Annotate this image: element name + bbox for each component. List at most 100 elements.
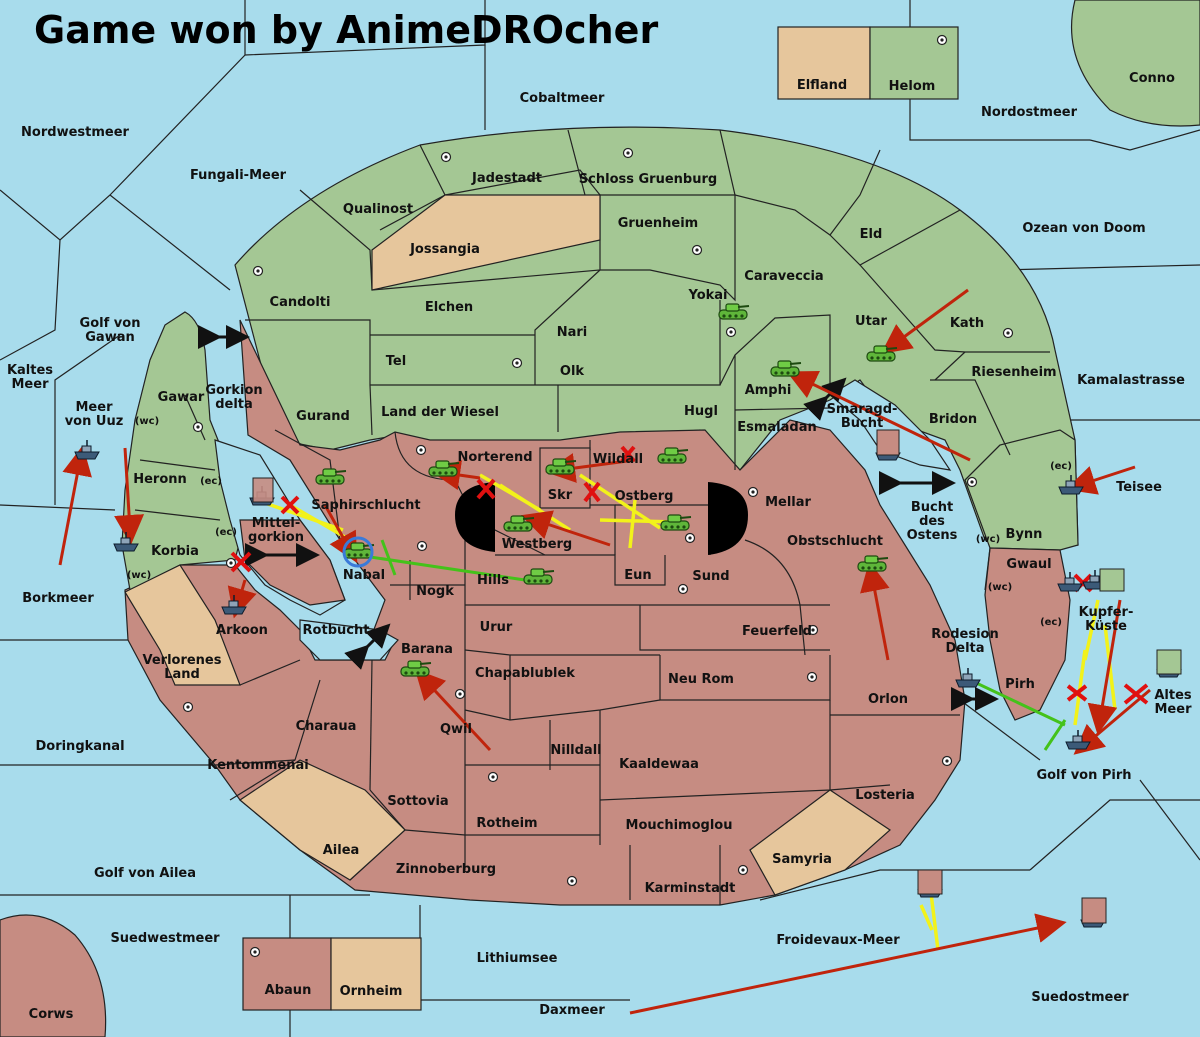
label-karmin: Karminstadt (645, 881, 736, 896)
label-gurand: Gurand (296, 409, 350, 424)
ailea-region (238, 759, 406, 881)
label-charaua: Charaua (296, 719, 357, 734)
label-sund: Sund (692, 569, 729, 584)
label-ostberg: Ostberg (615, 489, 674, 504)
label-urur: Urur (480, 620, 513, 635)
convoy-orders (356, 539, 1067, 751)
jossangia-region (371, 194, 601, 291)
label-dax: Daxmeer (539, 1003, 605, 1018)
label-westberg: Westberg (502, 537, 572, 552)
label-qualinost: Qualinost (343, 202, 413, 217)
label-kentommenai: Kentommenai (207, 758, 308, 773)
label-zinnober: Zinnoberburg (396, 862, 496, 877)
label-qwil: Qwil (440, 722, 472, 737)
label-tel: Tel (386, 354, 406, 369)
label-yokai: Yokai (687, 288, 727, 303)
label-suedwest: Suedwestmeer (110, 931, 220, 946)
dislodged-marker (342, 536, 374, 568)
label-eun: Eun (624, 568, 651, 583)
label-nordost: Nordostmeer (981, 105, 1078, 120)
label-kupfer: Kupfer-Küste (1079, 605, 1134, 634)
label-doring: Doringkanal (35, 739, 124, 754)
label-bynn: Bynn (1006, 527, 1043, 542)
label-riesenheim: Riesenheim (971, 365, 1056, 380)
label-corws: Corws (29, 1007, 74, 1022)
label-abaun: Abaun (265, 983, 312, 998)
label-nari: Nari (557, 325, 588, 340)
label-orlon: Orlon (868, 692, 908, 707)
province-labels: Nordwestmeer Fungali-Meer Cobaltmeer Nor… (7, 71, 1192, 1022)
label-mouchi: Mouchimoglou (626, 818, 733, 833)
smaragd-bucht-water (828, 379, 952, 471)
label-lithium: Lithiumsee (477, 951, 558, 966)
label-sottovia: Sottovia (387, 794, 448, 809)
conno-island (1070, 0, 1200, 127)
label-teisee: Teisee (1116, 480, 1162, 495)
label-jadestadt: Jadestadt (471, 171, 542, 186)
adjacency-markers (198, 325, 999, 711)
label-ailea: Ailea (323, 843, 360, 858)
label-helom: Helom (889, 79, 936, 94)
label-conno: Conno (1129, 71, 1175, 86)
corws-island (0, 914, 107, 1037)
label-caraveccia: Caraveccia (744, 269, 823, 284)
label-doom: Ozean von Doom (1022, 221, 1145, 236)
label-olk: Olk (560, 364, 585, 379)
label-skr: Skr (548, 488, 573, 503)
retreat-boxes (252, 429, 1182, 924)
label-chapa: Chapablublek (475, 666, 575, 681)
label-froidevaux: Froidevaux-Meer (776, 933, 900, 948)
gwaul-pirh-region (984, 547, 1071, 721)
label-ornheim: Ornheim (340, 984, 403, 999)
label-rotbucht: Rotbucht (303, 623, 370, 638)
game-result-title: Game won by AnimeDROcher (34, 8, 659, 52)
label-coast-wc3: (wc) (976, 534, 1000, 545)
label-coast-ec4: (ec) (1040, 617, 1062, 628)
western-island (121, 311, 241, 591)
label-gruenburg: Schloss Gruenburg (579, 172, 717, 187)
label-kaaldewaa: Kaaldewaa (619, 757, 699, 772)
label-kath: Kath (950, 316, 984, 331)
label-ailea-golf: Golf von Ailea (94, 866, 196, 881)
label-coast-wc2: (wc) (127, 570, 151, 581)
label-arkoon: Arkoon (216, 623, 268, 638)
label-pirh: Pirh (1005, 677, 1035, 692)
samyria-region (749, 789, 891, 896)
label-bridon: Bridon (929, 412, 977, 427)
label-smaragd: Smaragd-Bucht (827, 402, 898, 431)
label-coast-wc4: (wc) (988, 582, 1012, 593)
label-rotheim: Rotheim (476, 816, 537, 831)
label-coast-ec3: (ec) (1050, 461, 1072, 472)
label-gwaul: Gwaul (1006, 557, 1051, 572)
elfland-region (777, 26, 871, 100)
label-suedost: Suedostmeer (1031, 990, 1129, 1005)
label-nogk: Nogk (416, 584, 454, 599)
label-gruenheim: Gruenheim (618, 216, 698, 231)
label-korbia: Korbia (151, 544, 199, 559)
label-wiesel: Land der Wiesel (381, 405, 499, 420)
ornheim-region (330, 937, 422, 1011)
label-barana: Barana (401, 642, 453, 657)
label-coast-ec2: (ec) (215, 527, 237, 538)
label-saphir: Saphirschlucht (311, 498, 420, 513)
label-samyria: Samyria (772, 852, 832, 867)
label-cobalt: Cobaltmeer (520, 91, 605, 106)
label-nilldall: Nilldall (550, 743, 601, 758)
label-jossangia: Jossangia (409, 242, 480, 257)
label-mittel: Mittel-gorkion (248, 516, 304, 545)
label-elfland: Elfland (797, 78, 847, 93)
label-mellar: Mellar (765, 495, 811, 510)
label-losteria: Losteria (855, 788, 915, 803)
label-coast-wc1: (wc) (135, 416, 159, 427)
label-borkmeer: Borkmeer (22, 591, 94, 606)
label-kamala: Kamalastrasse (1077, 373, 1185, 388)
failed-order-markers (230, 445, 1149, 705)
label-nabal: Nabal (343, 568, 385, 583)
label-obst: Obstschlucht (787, 534, 883, 549)
label-esmaladan: Esmaladan (737, 420, 817, 435)
label-amphi: Amphi (745, 383, 792, 398)
